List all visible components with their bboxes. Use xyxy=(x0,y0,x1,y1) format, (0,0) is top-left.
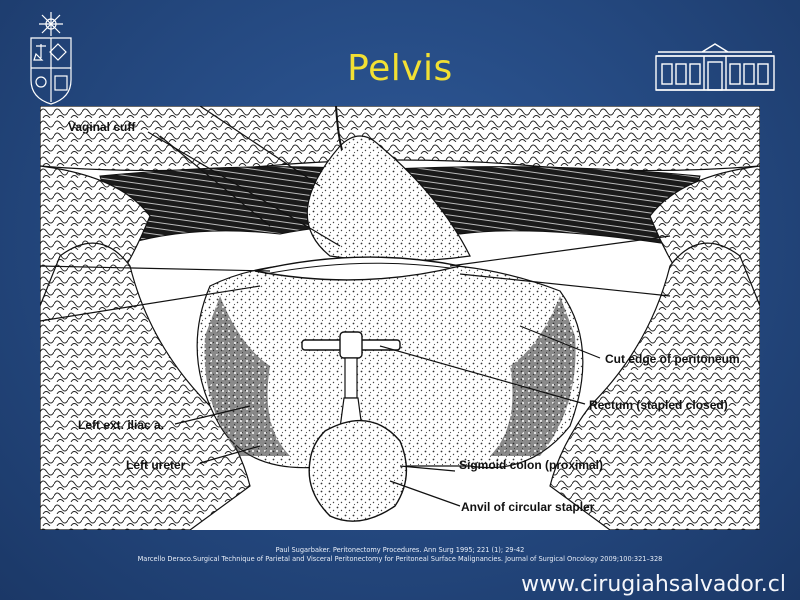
university-crest-logo xyxy=(26,10,76,106)
reference-deraco: Marcello Deraco.Surgical Technique of Pa… xyxy=(137,555,663,563)
label-left-ext-iliac: Left ext. iliac a. xyxy=(78,418,165,432)
label-anvil-circular-stapler: Anvil of circular stapler xyxy=(461,500,595,514)
surgical-illustration: Vaginal cuff Cut edge of peritoneum Rect… xyxy=(40,106,760,530)
label-rectum: Rectum (stapled closed) xyxy=(589,398,728,412)
label-sigmoid-colon: Sigmoid colon (proximal) xyxy=(459,458,604,472)
label-left-ureter: Left ureter xyxy=(126,458,186,472)
website-url: www.cirugiahsalvador.cl xyxy=(521,572,786,597)
label-vaginal-cuff: Vaginal cuff xyxy=(68,120,136,134)
reference-sugarbaker: Paul Sugarbaker. Peritonectomy Procedure… xyxy=(275,546,525,554)
slide-title: Pelvis xyxy=(347,48,453,89)
pelvis-drawing xyxy=(40,106,760,530)
hospital-building-logo xyxy=(654,42,776,94)
references: Paul Sugarbaker. Peritonectomy Procedure… xyxy=(0,546,800,564)
label-cut-edge-peritoneum: Cut edge of peritoneum xyxy=(605,352,740,366)
